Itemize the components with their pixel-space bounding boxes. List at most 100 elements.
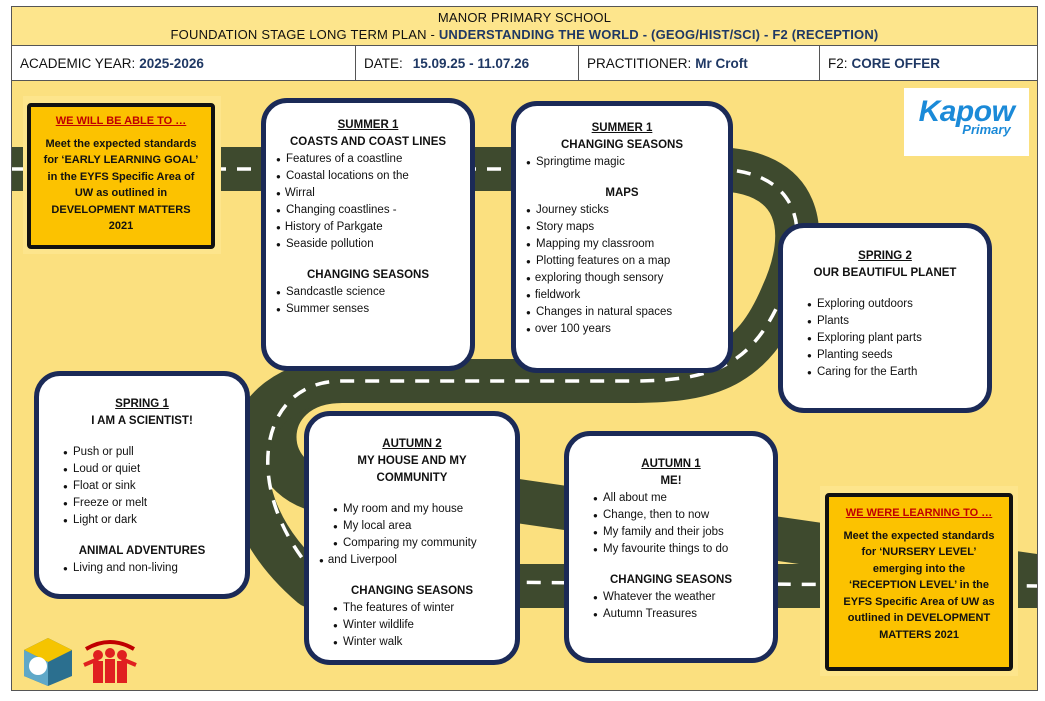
- list-item: Changing coastlines -: [276, 202, 460, 219]
- card-list: My room and my house My local area Compa…: [319, 501, 505, 569]
- goal-start-line: in the EYFS Specific Area of: [47, 170, 195, 183]
- card-heading: COASTS AND COAST LINES: [289, 136, 447, 148]
- card-autumn1: AUTUMN 1 ME! All about me Change, then t…: [564, 431, 778, 663]
- kapow-logo-name: Kapow: [918, 95, 1015, 128]
- card-heading-cont: COMMUNITY: [376, 472, 448, 484]
- academic-year-value: 2025-2026: [139, 55, 204, 71]
- card-term: SPRING 2: [858, 250, 912, 262]
- list-item-text: fieldwork: [534, 289, 581, 301]
- offer-cell: F2:CORE OFFER: [820, 46, 1037, 80]
- header: MANOR PRIMARY SCHOOL FOUNDATION STAGE LO…: [11, 6, 1038, 46]
- list-item: Float or sink: [63, 478, 235, 495]
- goal-end-line: EYFS Specific Area of UW as: [843, 595, 995, 608]
- list-item: My favourite things to do: [593, 541, 763, 558]
- list-item: Coastal locations on the: [276, 168, 460, 185]
- list-item: Comparing my community: [333, 535, 505, 552]
- list-item: Light or dark: [63, 512, 235, 529]
- card-heading-2: CHANGING SEASONS: [609, 574, 733, 586]
- card-list-2: Living and non-living: [49, 560, 235, 577]
- list-item-continued: over 100 years: [526, 321, 718, 338]
- goal-start-line: 2021: [108, 220, 134, 232]
- card-heading: ME!: [660, 475, 682, 487]
- list-item: My local area: [333, 518, 505, 535]
- goal-end-line: Meet the expected standards: [843, 529, 995, 542]
- kapow-logo: Kapow Primary: [904, 88, 1029, 156]
- info-row: ACADEMIC YEAR:2025-2026 DATE:15.09.25 - …: [11, 46, 1038, 81]
- list-item: Mapping my classroom: [526, 236, 718, 253]
- list-item: Caring for the Earth: [807, 364, 977, 381]
- offer-value: CORE OFFER: [851, 55, 941, 71]
- card-heading: OUR BEAUTIFUL PLANET: [813, 267, 957, 279]
- list-item: Freeze or melt: [63, 495, 235, 512]
- list-item: Exploring outdoors: [807, 296, 977, 313]
- card-summer1-maps: SUMMER 1 CHANGING SEASONS Springtime mag…: [511, 101, 733, 373]
- leading-learners-logo: [24, 638, 72, 686]
- card-list-2: The features of winter Winter wildlife W…: [319, 600, 505, 651]
- card-term: SPRING 1: [115, 398, 169, 410]
- list-item-continued: Wirral: [276, 185, 460, 202]
- date-value: 15.09.25 - 11.07.26: [412, 55, 530, 71]
- academic-year-cell: ACADEMIC YEAR:2025-2026: [12, 46, 356, 80]
- goal-end-line: outlined in DEVELOPMENT: [847, 612, 991, 624]
- card-list-2: Whatever the weather Autumn Treasures: [579, 589, 763, 623]
- card-term: AUTUMN 1: [641, 458, 701, 470]
- goal-start-line: for ‘EARLY LEARNING GOAL’: [43, 154, 199, 166]
- card-summer1-coasts: SUMMER 1 COASTS AND COAST LINES Features…: [261, 98, 475, 371]
- goal-start-line: DEVELOPMENT MATTERS: [51, 203, 191, 216]
- list-item: Planting seeds: [807, 347, 977, 364]
- card-list: Features of a coastline Coastal location…: [276, 151, 460, 253]
- list-item: All about me: [593, 490, 763, 507]
- plan-subject: UNDERSTANDING THE WORLD - (GEOG/HIST/SCI…: [438, 27, 879, 42]
- card-heading-2: CHANGING SEASONS: [306, 269, 430, 281]
- goal-start-box: WE WILL BE ABLE TO … Meet the expected s…: [27, 103, 215, 249]
- goal-end-title: WE WERE LEARNING TO …: [845, 507, 993, 519]
- list-item: Springtime magic: [526, 154, 718, 171]
- kapow-logo-sub: Primary: [962, 122, 1011, 137]
- card-list: Exploring outdoors Plants Exploring plan…: [793, 296, 977, 381]
- card-list-2: Sandcastle science Summer senses: [276, 284, 460, 318]
- card-heading: CHANGING SEASONS: [560, 139, 684, 151]
- list-item-text: and Liverpool: [327, 554, 397, 566]
- list-item-continued: fieldwork: [526, 287, 718, 304]
- list-item: Whatever the weather: [593, 589, 763, 606]
- list-item: Change, then to now: [593, 507, 763, 524]
- card-heading: MY HOUSE AND MY: [357, 455, 467, 467]
- list-item: Summer senses: [276, 301, 460, 318]
- list-item: Autumn Treasures: [593, 606, 763, 623]
- list-item: Seaside pollution: [276, 236, 460, 253]
- goal-start-line: UW as outlined in: [74, 187, 168, 199]
- card-heading-2: MAPS: [605, 187, 639, 199]
- goal-end-box: WE WERE LEARNING TO … Meet the expected …: [825, 493, 1013, 671]
- list-item: Plants: [807, 313, 977, 330]
- list-item: Winter wildlife: [333, 617, 505, 634]
- goal-end-line: MATTERS 2021: [879, 628, 959, 641]
- goal-end-line: emerging into the: [872, 562, 966, 575]
- card-heading-2: CHANGING SEASONS: [350, 585, 474, 597]
- list-item: My room and my house: [333, 501, 505, 518]
- card-list: Push or pull Loud or quiet Float or sink…: [49, 444, 235, 529]
- plan-title: FOUNDATION STAGE LONG TERM PLAN - UNDERS…: [12, 27, 1037, 42]
- goal-end-line: for ‘NURSERY LEVEL’: [861, 546, 977, 558]
- practitioner-label: PRACTITIONER:: [587, 55, 692, 71]
- main-area: WE WILL BE ABLE TO … Meet the expected s…: [11, 81, 1038, 691]
- list-item-text: History of Parkgate: [284, 221, 383, 233]
- list-item: Journey sticks: [526, 202, 718, 219]
- card-list-2: Journey sticks Story maps Mapping my cla…: [526, 202, 718, 338]
- list-item: Winter walk: [333, 634, 505, 651]
- plan-prefix: FOUNDATION STAGE LONG TERM PLAN -: [170, 27, 439, 42]
- card-heading: I AM A SCIENTIST!: [91, 415, 193, 427]
- card-list: All about me Change, then to now My fami…: [579, 490, 763, 558]
- list-item: Story maps: [526, 219, 718, 236]
- offer-label: F2:: [828, 55, 848, 71]
- list-item-continued: exploring though sensory: [526, 270, 718, 287]
- card-term: AUTUMN 2: [382, 438, 442, 450]
- card-term: SUMMER 1: [591, 122, 653, 134]
- list-item-continued: History of Parkgate: [276, 219, 460, 236]
- goal-end-line: ‘RECEPTION LEVEL’ in the: [849, 579, 989, 591]
- list-item: Plotting features on a map: [526, 253, 718, 270]
- list-item: Features of a coastline: [276, 151, 460, 168]
- list-item: Living and non-living: [63, 560, 235, 577]
- list-item: Sandcastle science: [276, 284, 460, 301]
- list-item: Loud or quiet: [63, 461, 235, 478]
- date-cell: DATE:15.09.25 - 11.07.26: [356, 46, 579, 80]
